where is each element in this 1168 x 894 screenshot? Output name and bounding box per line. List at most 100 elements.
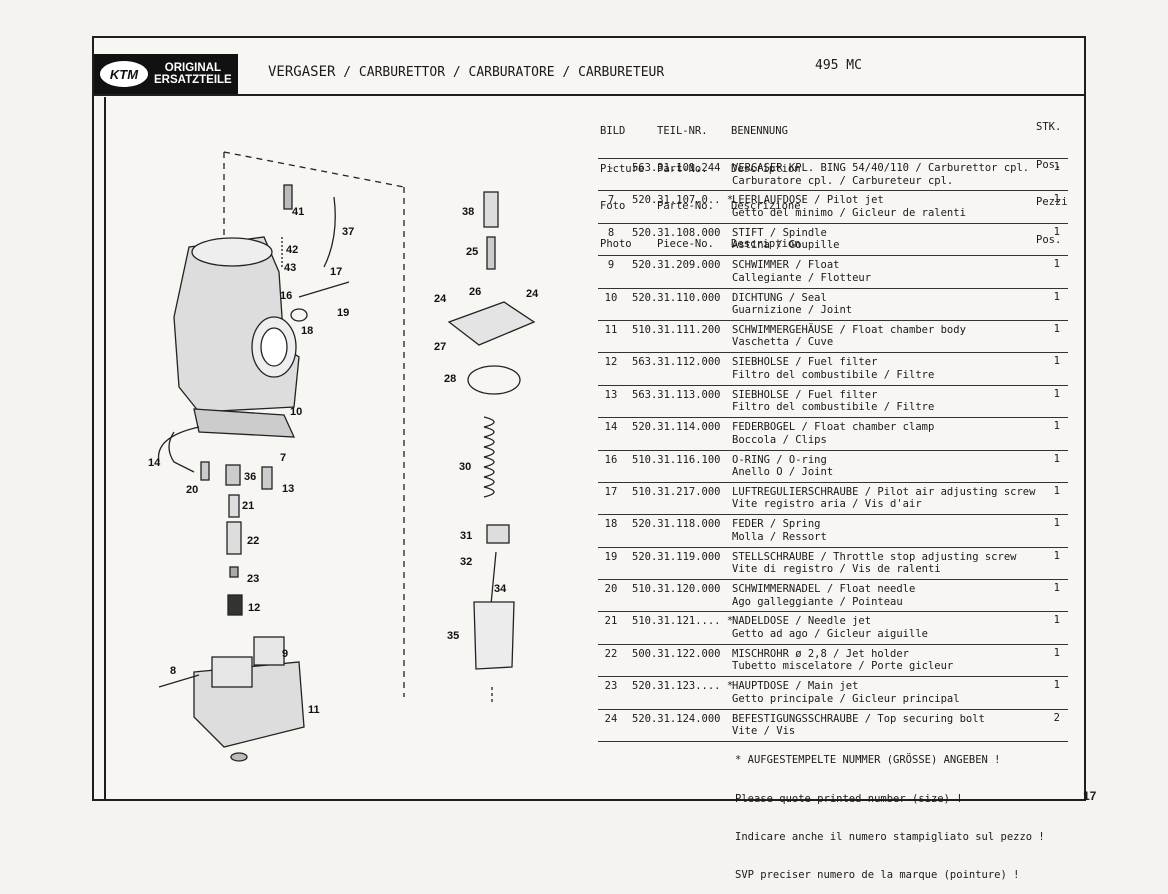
picture-number: 9 xyxy=(607,259,615,272)
quantity: 1 xyxy=(1053,193,1060,206)
logo-line-1: ORIGINAL xyxy=(164,62,221,74)
quantity: 1 xyxy=(1053,679,1060,692)
quantity: 1 xyxy=(1053,452,1060,465)
callout-label: 21 xyxy=(242,500,254,512)
callout-label: 30 xyxy=(459,461,471,473)
part-number: 520.31.108.000 xyxy=(632,226,721,239)
callout-label: 34 xyxy=(494,583,507,595)
quantity: 1 xyxy=(1053,161,1060,173)
picture-number: 23 xyxy=(604,680,618,693)
callout-label: 14 xyxy=(148,457,161,469)
header-cell: Descrizione xyxy=(731,200,801,212)
callout-label: 38 xyxy=(462,206,474,218)
callout-label: 41 xyxy=(292,206,304,218)
title-en: CARBURETTOR xyxy=(358,65,446,80)
title-de: VERGASER xyxy=(268,64,336,80)
quantity: 1 xyxy=(1053,614,1060,627)
picture-number: 22 xyxy=(604,647,618,660)
callout-label: 36 xyxy=(244,471,256,483)
callout-label: 23 xyxy=(247,573,259,585)
description: VERGASER KPL. BING 54/40/110 / Carburett… xyxy=(732,162,1030,187)
callout-label: 32 xyxy=(460,556,472,568)
drawing-area xyxy=(104,97,598,801)
table-row: -563.31.101.244 VERGASER KPL. BING 54/40… xyxy=(598,158,1068,190)
part-number: 520.31.124.000 xyxy=(632,712,721,725)
picture-number: 7 xyxy=(607,194,615,207)
callout-label: 18 xyxy=(301,325,313,337)
quantity: 1 xyxy=(1053,420,1060,433)
part-number: 510.31.217.000 xyxy=(632,485,721,498)
page-number: 17 xyxy=(1083,789,1097,803)
picture-number: 21 xyxy=(604,615,618,628)
description: BEFESTIGUNGSSCHRAUBE / Top securing bolt… xyxy=(732,712,985,738)
quantity: 1 xyxy=(1053,582,1060,595)
footnote-line: Indicare anche il numero stampigliato su… xyxy=(735,830,1045,843)
title-fr: CARBURETEUR xyxy=(578,65,665,80)
callout-label: 10 xyxy=(290,406,302,418)
header-cell: TEIL-NR. xyxy=(657,125,708,137)
callout-label: 27 xyxy=(434,341,446,353)
callout-label: 25 xyxy=(466,246,478,258)
callout-label: 17 xyxy=(330,266,342,278)
callout-label: 42 xyxy=(286,244,298,256)
header-cell: BENENNUNG xyxy=(731,125,788,137)
header-cell: Description xyxy=(731,162,801,175)
logo-line-2: ERSATZTEILE xyxy=(154,74,232,86)
quantity: 1 xyxy=(1053,355,1060,368)
callout-label: 7 xyxy=(280,452,286,464)
table-row: 24 520.31.124.000 BEFESTIGUNGSSCHRAUBE / … xyxy=(598,708,1068,743)
picture-number: 16 xyxy=(604,453,618,466)
picture-number: - xyxy=(607,162,615,174)
parts-table: -563.31.101.244 VERGASER KPL. BING 54/40… xyxy=(598,158,1068,743)
title-sep: / xyxy=(335,65,359,80)
quantity: 1 xyxy=(1053,258,1060,271)
header-quantity: STK. Pos. Pezzi Pos. xyxy=(1036,96,1068,259)
quantity: 1 xyxy=(1053,322,1060,335)
footnote-line: SVP preciser numero de la marque (pointu… xyxy=(735,868,1020,881)
callout-label: 35 xyxy=(447,630,459,642)
header-cell: Pezzi xyxy=(1036,196,1068,208)
header-divider xyxy=(92,94,1086,96)
part-number: 510.31.120.000 xyxy=(632,583,721,596)
quantity: 1 xyxy=(1053,484,1060,497)
header-cell: Photo xyxy=(600,237,632,250)
picture-number: 19 xyxy=(604,550,618,563)
model-label: 495 MC xyxy=(815,58,862,73)
callout-label: 22 xyxy=(247,535,259,547)
callout-label: 24 xyxy=(434,293,447,305)
picture-number: 13 xyxy=(604,388,618,401)
callout-label: 31 xyxy=(460,530,472,542)
title-sep: / xyxy=(445,65,469,80)
part-number: 500.31.122.000 xyxy=(632,647,721,660)
picture-number: 24 xyxy=(604,712,618,725)
callout-label: 43 xyxy=(284,262,296,274)
title-sep: / xyxy=(554,65,579,80)
title-it: CARBURATORE xyxy=(468,65,555,80)
header-cell: STK. xyxy=(1036,121,1062,133)
callout-label: 19 xyxy=(337,307,349,319)
ktm-logo: KTM ORIGINAL ERSATZTEILE xyxy=(94,54,238,94)
callout-label: 28 xyxy=(444,373,456,385)
header-cell: Picture xyxy=(600,162,645,175)
picture-number: 8 xyxy=(607,226,615,239)
part-number: 520.31.209.000 xyxy=(632,259,721,272)
